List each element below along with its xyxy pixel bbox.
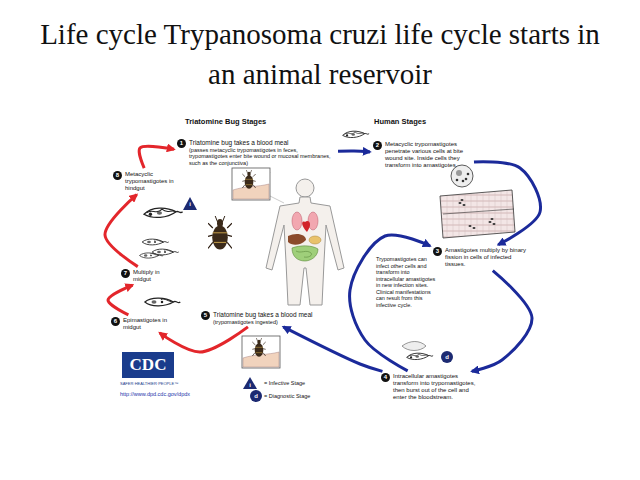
slogan: SAFER·HEALTHIER·PEOPLE™ <box>120 381 178 386</box>
title: Life cycle Trypanosoma cruzi life cycle … <box>40 14 600 94</box>
cycle-arrow <box>139 146 174 168</box>
stage-text: Epimastigotes in midgut <box>123 317 170 331</box>
released-trypomastigotes <box>402 342 453 364</box>
callout-number: 3 <box>433 247 442 256</box>
infected-tissue <box>440 165 515 238</box>
diagnostic-icon <box>250 390 262 402</box>
cycle-arrow <box>105 195 138 267</box>
stage-icon-letter: i <box>184 201 196 208</box>
stage-text: Triatomine bug takes a blood meal <box>213 311 328 319</box>
trypomastigote <box>343 131 369 137</box>
cycle-arrow <box>283 327 382 372</box>
stage-node: 7Multiply in midgut <box>120 268 175 284</box>
stage-node: 5Triatomine bug takes a blood meal(trypo… <box>200 310 330 326</box>
cycle-arrow <box>160 327 248 352</box>
stage-text: (trypomastigotes ingested) <box>213 319 328 326</box>
section-heading: Human Stages <box>374 117 426 126</box>
logo-text: CDC <box>122 354 174 376</box>
callout-number: 5 <box>201 311 210 320</box>
infective-icon <box>243 377 257 389</box>
multiplying-epimastigotes <box>140 239 179 258</box>
callout-number: 2 <box>373 141 382 150</box>
stage-icon-letter: d <box>441 354 453 361</box>
metacyclic-trypomastigote <box>144 208 183 217</box>
triatomine-bug <box>208 216 232 250</box>
stage-node: 6Epimastigotes in midgut <box>110 316 172 332</box>
url: http://www.dpd.cdc.gov/dpdx <box>120 391 190 397</box>
cdc-logo <box>122 352 174 378</box>
stage-node: 1Triatomine bug takes a blood meal(passe… <box>176 138 336 167</box>
stage-text: Metacyclic trypomastigotes penetrate var… <box>385 141 470 169</box>
stage-icon-letter: i <box>244 382 256 389</box>
feeding-box <box>242 336 280 368</box>
stage-text: Amastigotes multiply by binary fission i… <box>445 247 530 268</box>
callout-number: 8 <box>113 171 122 180</box>
infective-icon <box>183 197 197 210</box>
cycle-arrow <box>474 162 541 245</box>
human-figure <box>262 172 344 305</box>
callout-number: 1 <box>177 139 186 148</box>
callout-number: 7 <box>121 269 130 278</box>
stage-text: Triatomine bug takes a blood meal <box>189 139 334 147</box>
section-heading: Triatomine Bug Stages <box>185 117 266 126</box>
stage-node: 2Metacyclic trypomastigotes penetrate va… <box>372 140 472 170</box>
callout-number: 6 <box>111 317 120 326</box>
cycle-arrow <box>338 149 370 153</box>
cycle-arrow <box>472 271 532 372</box>
bite-box <box>232 168 270 200</box>
epimastigote <box>145 298 180 306</box>
callout-number: 4 <box>381 373 390 382</box>
stage-node: 3Amastigotes multiply by binary fission … <box>432 246 532 269</box>
stage-text: Intracellular amastigotes transform into… <box>393 373 478 401</box>
stage-text: (passes metacyclic trypomastigotes in fe… <box>189 147 334 167</box>
stage-text: Multiply in midgut <box>133 269 173 283</box>
stage-node: 8Metacyclic trypomastigotes in hindgut <box>112 170 182 193</box>
note: Trypomastigotes can infect other cells a… <box>376 256 438 308</box>
stage-node: 4Intracellular amastigotes transform int… <box>380 372 480 402</box>
legend-text: = Diagnostic Stage <box>264 393 310 399</box>
cycle-arrow <box>108 285 133 315</box>
stage-text: Metacyclic trypomastigotes in hindgut <box>125 171 180 192</box>
stage-icon-letter: d <box>250 393 262 400</box>
legend-text: = Infective Stage <box>264 380 305 386</box>
